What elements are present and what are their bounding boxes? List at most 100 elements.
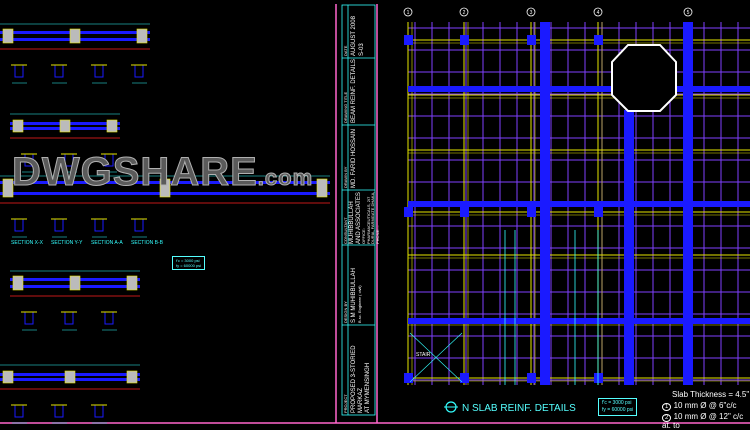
tb-project: PROJECT PROPOSED 3-STORIED MARKAZ AT MYM… (343, 327, 372, 413)
note-mark-1: 1 (662, 403, 672, 411)
grid-label: 5 (687, 10, 690, 16)
column-support (126, 370, 138, 384)
beam-material-fy: fy = 60000 psi (176, 263, 202, 268)
tb-consultant-address: OFFICE: PHARMACEUTICALS, 2/7 DURIA, FARM… (361, 191, 380, 244)
grid-label: 1 (407, 10, 410, 16)
column-support (69, 28, 81, 44)
tb-design-by-label: DESIGN BY (343, 301, 348, 323)
beam-section (134, 64, 144, 78)
column (684, 35, 693, 45)
grid-label: 3 (530, 10, 533, 16)
tb-design-by-sub: B.sc. Engineer ( civil) (357, 285, 362, 323)
column-support (136, 28, 148, 44)
watermark-text: DWGSHARE (12, 150, 258, 195)
rebar-note-2: 2 10 mm Ø @ 12" c/c at. to (662, 412, 750, 430)
column (460, 373, 469, 383)
column (460, 35, 469, 45)
tb-design-by: DESIGN BY S M MUHIBBULLAH B.sc. Engineer… (343, 247, 363, 323)
tb-project-value: PROPOSED 3-STORIED MARKAZ (351, 345, 364, 413)
top-rebar-band-vertical (540, 22, 550, 385)
watermark: DWGSHARE.com (12, 150, 313, 200)
grid-bubble (459, 7, 469, 17)
grid-label: 2 (463, 10, 466, 16)
section-label: SECTION B-B (131, 240, 164, 246)
grid-bubble (526, 7, 536, 17)
column-support (12, 275, 24, 291)
top-rebar-band (408, 86, 750, 92)
title-block-grid (341, 4, 376, 416)
column-support (69, 275, 81, 291)
column-support (316, 178, 328, 198)
stair-cross (409, 332, 463, 383)
column-support (12, 119, 24, 133)
plan-title-text: N SLAB REINF. DETAILS (462, 403, 576, 414)
grid-bubble (683, 7, 693, 17)
tb-drawing-title-label: DRAWING TITLE (343, 91, 348, 123)
column (404, 35, 413, 45)
column (404, 373, 413, 383)
tb-drawn-by-label: DRAWN BY (343, 166, 348, 188)
tb-date-label: DATE (343, 45, 348, 56)
rebar-note-1-text: 10 mm Ø @ 6"c/c (673, 401, 737, 410)
material-fy: fy = 60000 psi (602, 407, 634, 413)
beam-section (94, 64, 104, 78)
beam-material-fc: f'c = 3000 psi (176, 258, 200, 263)
tb-date-value: AUGUST 2008 (351, 16, 357, 56)
beam-section (14, 218, 24, 232)
section-label: SECTION X-X (11, 240, 44, 246)
slab-plan: 1 2 3 4 5 (403, 7, 750, 413)
tb-consultant: CONSULTANT MUHIBBULLAH AND ASSOCIATES OF… (343, 191, 380, 244)
beam-section (24, 311, 34, 325)
tb-project-location: AT MYMENSINGH (365, 362, 371, 413)
column (527, 207, 536, 217)
grid-label: 4 (597, 10, 600, 16)
column-support (159, 178, 171, 198)
plan-title: N SLAB REINF. DETAILS (462, 403, 576, 414)
column-support (59, 119, 71, 133)
column (594, 207, 603, 217)
rebar-note-1: 1 10 mm Ø @ 6"c/c (662, 401, 737, 411)
column (527, 373, 536, 383)
tb-drawn-by: DRAWN BY MD. FARID HOSSAIN (343, 126, 358, 188)
column (594, 373, 603, 383)
tb-project-label: PROJECT (343, 394, 348, 413)
column-support (2, 28, 14, 44)
sheet-frame (0, 4, 750, 424)
tb-date: DATE AUGUST 2008 S-03 (343, 6, 366, 56)
material-fc: f'c = 3000 psi (602, 400, 632, 406)
watermark-suffix: .com (257, 165, 314, 191)
column-support (2, 178, 14, 198)
column (527, 35, 536, 45)
column-support (126, 275, 138, 291)
beam-section (94, 218, 104, 232)
column (684, 373, 693, 383)
beam-section (54, 404, 64, 418)
opening-octagon (611, 44, 677, 112)
column (684, 207, 693, 217)
grid-bubble (593, 7, 603, 17)
tb-consultant-label: CONSULTANT (343, 217, 348, 244)
tb-sheet-number: S-03 (359, 43, 365, 56)
top-rebar-band-vertical (683, 22, 693, 385)
beam-section (64, 311, 74, 325)
top-rebar-band (408, 201, 750, 207)
rebar-note-2-text: 10 mm Ø @ 12" c/c at. to (662, 412, 744, 430)
beam-section (54, 64, 64, 78)
column-support (64, 370, 76, 384)
section-label: SECTION Y-Y (51, 240, 83, 246)
top-rebar-band (408, 318, 750, 324)
grid-bubble (403, 7, 413, 17)
beam-section (54, 218, 64, 232)
beam-section (94, 404, 104, 418)
column (594, 35, 603, 45)
beam-section (14, 64, 24, 78)
stair-label: STAIR (416, 352, 431, 358)
column (460, 207, 469, 217)
column (404, 207, 413, 217)
tb-drawing-title-value: BEAM REINF. DETAILS (351, 59, 357, 123)
tb-drawn-by-value: MD. FARID HOSSAIN (351, 128, 357, 188)
